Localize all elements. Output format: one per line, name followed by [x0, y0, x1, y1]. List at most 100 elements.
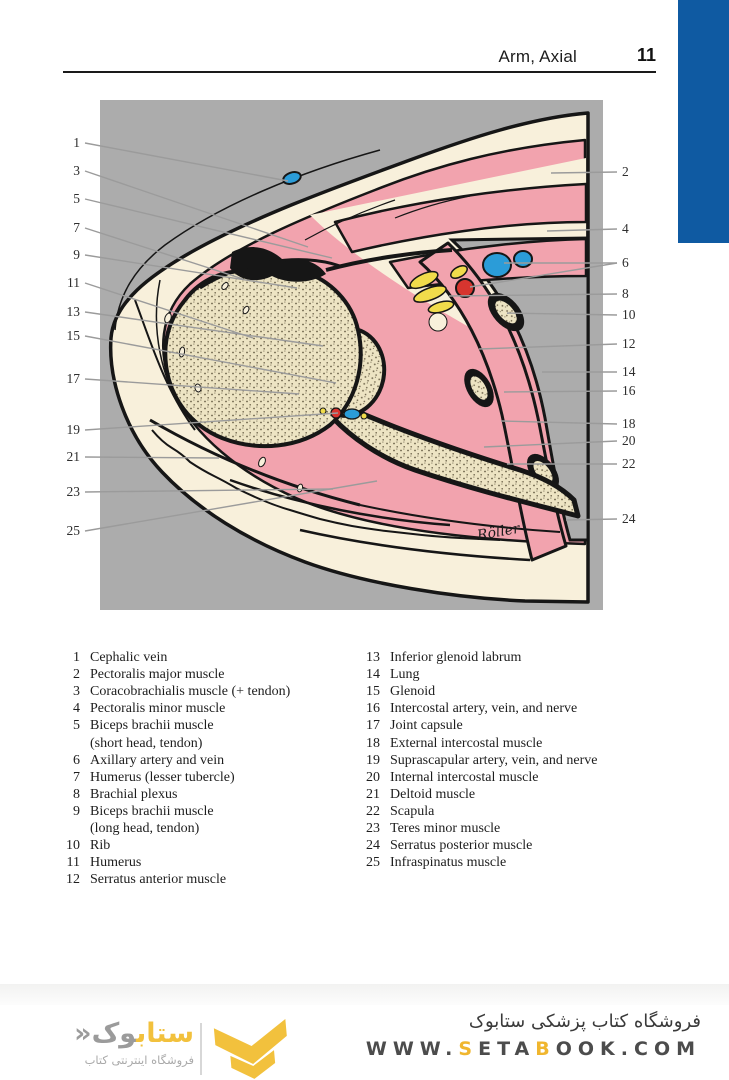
legend-label: Humerus	[90, 855, 142, 871]
url-segment: OOK.COM	[555, 1038, 701, 1060]
legend-label: Coracobrachialis muscle (+ tendon)	[90, 684, 291, 700]
legend-number: 16	[366, 701, 380, 717]
url-segment: S	[458, 1038, 479, 1060]
publisher-footer: ستابوک« فروشگاه اینترنتی کتاب فروشگاه کت…	[0, 1005, 729, 1080]
legend-number: 3	[73, 684, 80, 700]
legend-number: 24	[366, 838, 380, 854]
figure-label-11: 11	[67, 275, 80, 290]
legend-label: Deltoid muscle	[390, 786, 476, 802]
legend-number: 8	[73, 786, 80, 802]
chapter-thumb-tab	[678, 0, 729, 243]
figure-label-25: 25	[66, 523, 81, 538]
legend-number: 11	[66, 855, 80, 871]
figure-label-9: 9	[73, 247, 80, 262]
skin-wavy-line	[151, 429, 501, 541]
legend-label: Intercostal artery, vein, and nerve	[390, 701, 578, 717]
figure-label-10: 10	[622, 307, 636, 322]
legend-label: (long head, tendon)	[90, 821, 200, 836]
legend-number: 21	[366, 786, 380, 802]
figure-label-24: 24	[622, 511, 636, 526]
legend-number: 13	[366, 650, 380, 665]
legend-label: Rib	[90, 838, 111, 854]
legend-label: Cephalic vein	[90, 650, 168, 665]
legend-number: 7	[73, 769, 80, 785]
legend-number: 18	[366, 735, 380, 751]
figure-label-18: 18	[622, 416, 636, 431]
legend-number: 14	[366, 667, 380, 683]
legend-number: 10	[66, 838, 80, 854]
figure-label-20: 20	[622, 433, 636, 448]
axillary-vein	[482, 252, 512, 278]
artist-signature: Röller	[475, 521, 522, 545]
logo-divider	[200, 1023, 202, 1075]
legend-label: Axillary artery and vein	[90, 752, 225, 768]
figure-label-1: 1	[73, 135, 80, 150]
legend-label: Biceps brachii muscle	[90, 718, 214, 734]
legend-number: 20	[366, 769, 380, 785]
legend-number: 9	[73, 803, 80, 819]
legend-number: 23	[366, 821, 380, 836]
figure-label-12: 12	[622, 336, 636, 351]
logo-wordmark-yellow: ستاب	[136, 1018, 194, 1049]
legend-label: Humerus (lesser tubercle)	[90, 769, 235, 785]
legend-label: Biceps brachii muscle	[90, 803, 214, 819]
page-title: Arm, Axial	[498, 47, 577, 66]
scapula	[330, 399, 581, 519]
legend-number: 2	[73, 667, 80, 683]
url-segment: B	[535, 1038, 556, 1060]
legend-label: Lung	[390, 667, 420, 683]
legend-number: 12	[66, 872, 80, 888]
legend-number: 19	[366, 752, 380, 768]
url-segment: WWW.	[365, 1038, 459, 1060]
legend-label: Pectoralis major muscle	[90, 667, 225, 683]
footer-text-block: فروشگاه کتاب پزشکی ستابوک WWW.SETABOOK.C…	[366, 1011, 701, 1060]
brachial-plexus	[409, 265, 468, 314]
legend-label: Serratus anterior muscle	[90, 872, 227, 888]
legend-number: 22	[366, 803, 380, 819]
legend-label: Teres minor muscle	[390, 821, 501, 836]
figure-label-16: 16	[622, 383, 636, 398]
store-name-farsi: فروشگاه کتاب پزشکی ستابوک	[468, 1011, 701, 1032]
logo-subtitle: فروشگاه اینترنتی کتاب	[84, 1053, 194, 1067]
legend-label: Pectoralis minor muscle	[90, 701, 226, 717]
figure-label-22: 22	[622, 456, 636, 471]
figure-label-7: 7	[73, 220, 80, 235]
pectoralis-major	[333, 182, 588, 254]
figure-label-21: 21	[66, 449, 81, 464]
website-url: WWW.SETABOOK.COM	[366, 1038, 701, 1060]
figure-label-23: 23	[66, 484, 81, 499]
url-segment: ETA	[478, 1038, 536, 1060]
legend-number: 25	[366, 855, 380, 871]
figure-label-3: 3	[73, 163, 80, 178]
legend-label: Joint capsule	[390, 718, 463, 734]
figure-label-5: 5	[73, 191, 80, 206]
page-number: 11	[636, 45, 656, 65]
legend-number: 6	[73, 752, 80, 768]
logo-wordmark-gray: وک«	[74, 1018, 137, 1049]
header-rule	[63, 71, 656, 73]
figure-label-15: 15	[66, 328, 81, 343]
chevron-emblem-icon	[213, 1019, 287, 1079]
figure-label-2: 2	[622, 164, 629, 179]
figure-label-4: 4	[622, 221, 629, 236]
legend-number: 5	[73, 718, 80, 734]
legend-label: Infraspinatus muscle	[390, 855, 507, 871]
figure-label-13: 13	[66, 304, 81, 319]
legend-label: Serratus posterior muscle	[390, 838, 533, 854]
figure-label-17: 17	[66, 371, 81, 386]
axillary-vein-2	[513, 250, 533, 268]
legend-label: Suprascapular artery, vein, and nerve	[390, 752, 598, 768]
axillary-artery	[455, 278, 475, 298]
legend-label: Internal intercostal muscle	[390, 769, 539, 785]
legend-number: 1	[73, 650, 80, 665]
legend-number: 15	[366, 684, 380, 700]
leader-lines	[84, 142, 618, 532]
figure-label-19: 19	[66, 422, 81, 437]
muscle-septa	[134, 195, 561, 562]
logo-wordmark: ستابوک«	[74, 1019, 194, 1049]
setabook-logo: ستابوک« فروشگاه اینترنتی کتاب	[34, 1013, 304, 1079]
legend-label: Inferior glenoid labrum	[390, 650, 522, 665]
legend-label: Brachial plexus	[90, 786, 178, 802]
